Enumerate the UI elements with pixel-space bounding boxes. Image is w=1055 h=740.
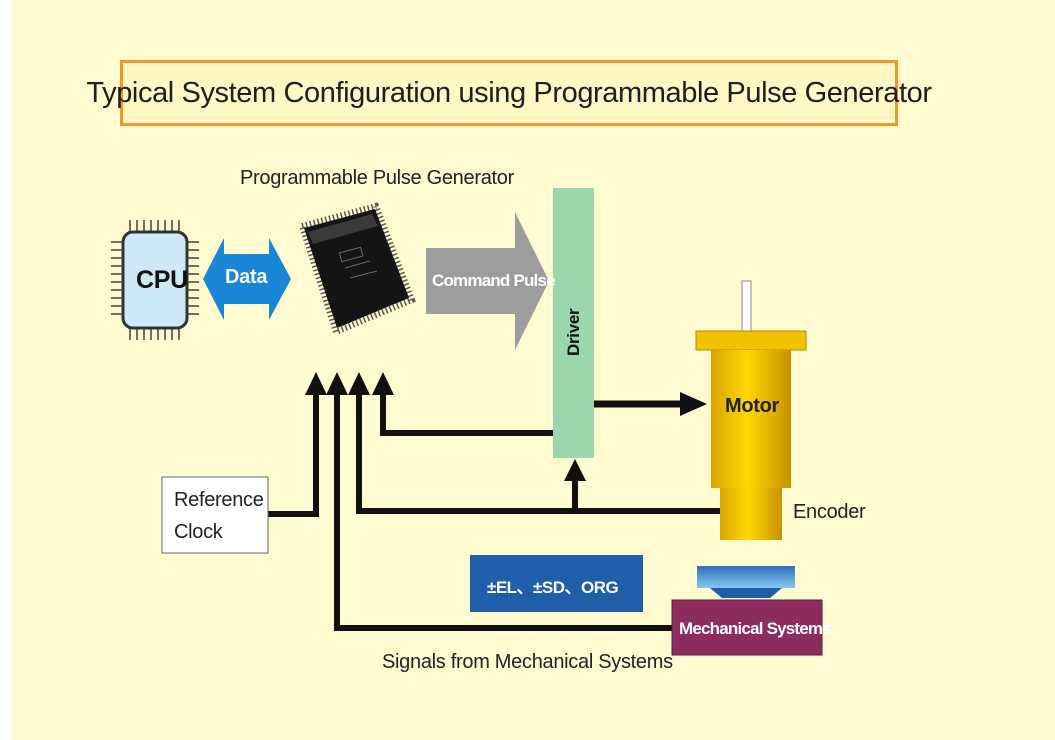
reference-clock-line2: Clock [174,521,223,543]
cpu-label: CPU [136,266,188,294]
ppg-chip [298,202,416,337]
left-margin-bar [0,0,12,740]
motor [695,280,807,540]
signals-label: Signals from Mechanical Systems [382,651,673,673]
mechanical-label: Mechanical Systems [679,619,832,638]
mechanical-systems [671,566,823,656]
command-pulse-arrow [426,212,549,350]
driver-feedback-line [372,372,553,436]
motor-label: Motor [725,395,780,417]
command-pulse-label: Command Pulse [432,271,556,290]
reference-clock-box [161,476,269,554]
limits-label: ±EL、±SD、ORG [487,578,619,597]
mechanical-signal-line [326,372,673,631]
encoder-feedback-line [348,372,720,514]
encoder-label: Encoder [793,501,866,523]
driver-to-motor-arrow [594,392,707,416]
cpu-chip [111,220,199,340]
reference-clock-line1: Reference [174,489,264,511]
data-label: Data [225,266,268,288]
page-title: Typical System Configuration using Progr… [86,76,932,109]
data-arrow [203,238,291,320]
title-box: Typical System Configuration using Progr… [86,60,932,126]
driver-label: Driver [564,308,583,356]
limits-box [470,555,643,612]
reference-clock-line [268,372,327,517]
ppg-label: Programmable Pulse Generator [240,167,514,189]
driver-block [553,188,594,458]
